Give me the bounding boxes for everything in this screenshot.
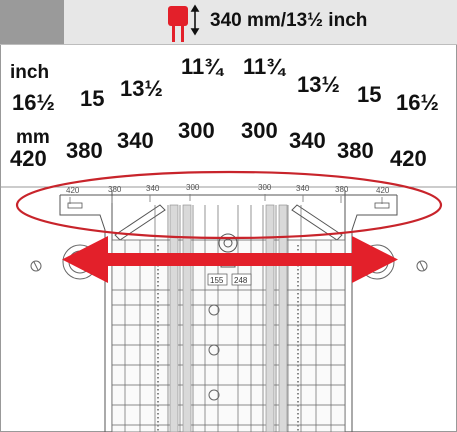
inch-unit-label: inch [10, 62, 50, 83]
rail-mark: 420 [66, 186, 80, 195]
mm-value: 340 [289, 128, 326, 153]
mm-value: 420 [390, 146, 427, 171]
inch-value: 11¾ [181, 54, 223, 79]
rail-mark: 340 [146, 184, 160, 193]
spec-text: 340 mm/13½ inch [210, 10, 368, 31]
inch-value: 15 [357, 82, 382, 107]
inch-value: 16½ [12, 90, 55, 115]
diagonal-braces [114, 204, 343, 241]
inch-value: 13½ [297, 72, 340, 97]
rail-mark: 420 [376, 186, 390, 195]
double-arrow-vertical-icon [190, 4, 200, 36]
plate-label: 155 [210, 276, 224, 285]
inch-value: 16½ [396, 90, 439, 115]
rail-scale: 420 380 340 300 300 340 380 420 [66, 183, 390, 195]
rail-mark: 300 [258, 183, 272, 192]
double-arrow-horizontal-icon [62, 236, 398, 283]
mm-value: 340 [117, 128, 154, 153]
mm-value: 300 [178, 118, 215, 143]
inch-value: 15 [80, 86, 105, 111]
rail-mark: 340 [296, 184, 310, 193]
dotted-rails [157, 245, 299, 432]
rail-mark: 380 [335, 185, 349, 194]
mm-value: 380 [66, 138, 103, 163]
plug-icon [168, 4, 200, 42]
mm-value: 420 [10, 146, 47, 171]
rail-mark: 380 [108, 185, 122, 194]
header-bar [0, 0, 457, 45]
rail-mark: 300 [186, 183, 200, 192]
mm-value: 300 [241, 118, 278, 143]
support-grid [111, 239, 346, 432]
scale-highlight-ellipse [15, 170, 443, 240]
slotted-bars [169, 204, 288, 432]
mount-screws [30, 260, 428, 272]
mm-value: 380 [337, 138, 374, 163]
inch-value: 11¾ [243, 54, 285, 79]
header-swatch [0, 0, 64, 44]
mm-unit-label: mm [16, 127, 50, 148]
inch-value: 13½ [120, 76, 163, 101]
plate-label: 248 [234, 276, 248, 285]
